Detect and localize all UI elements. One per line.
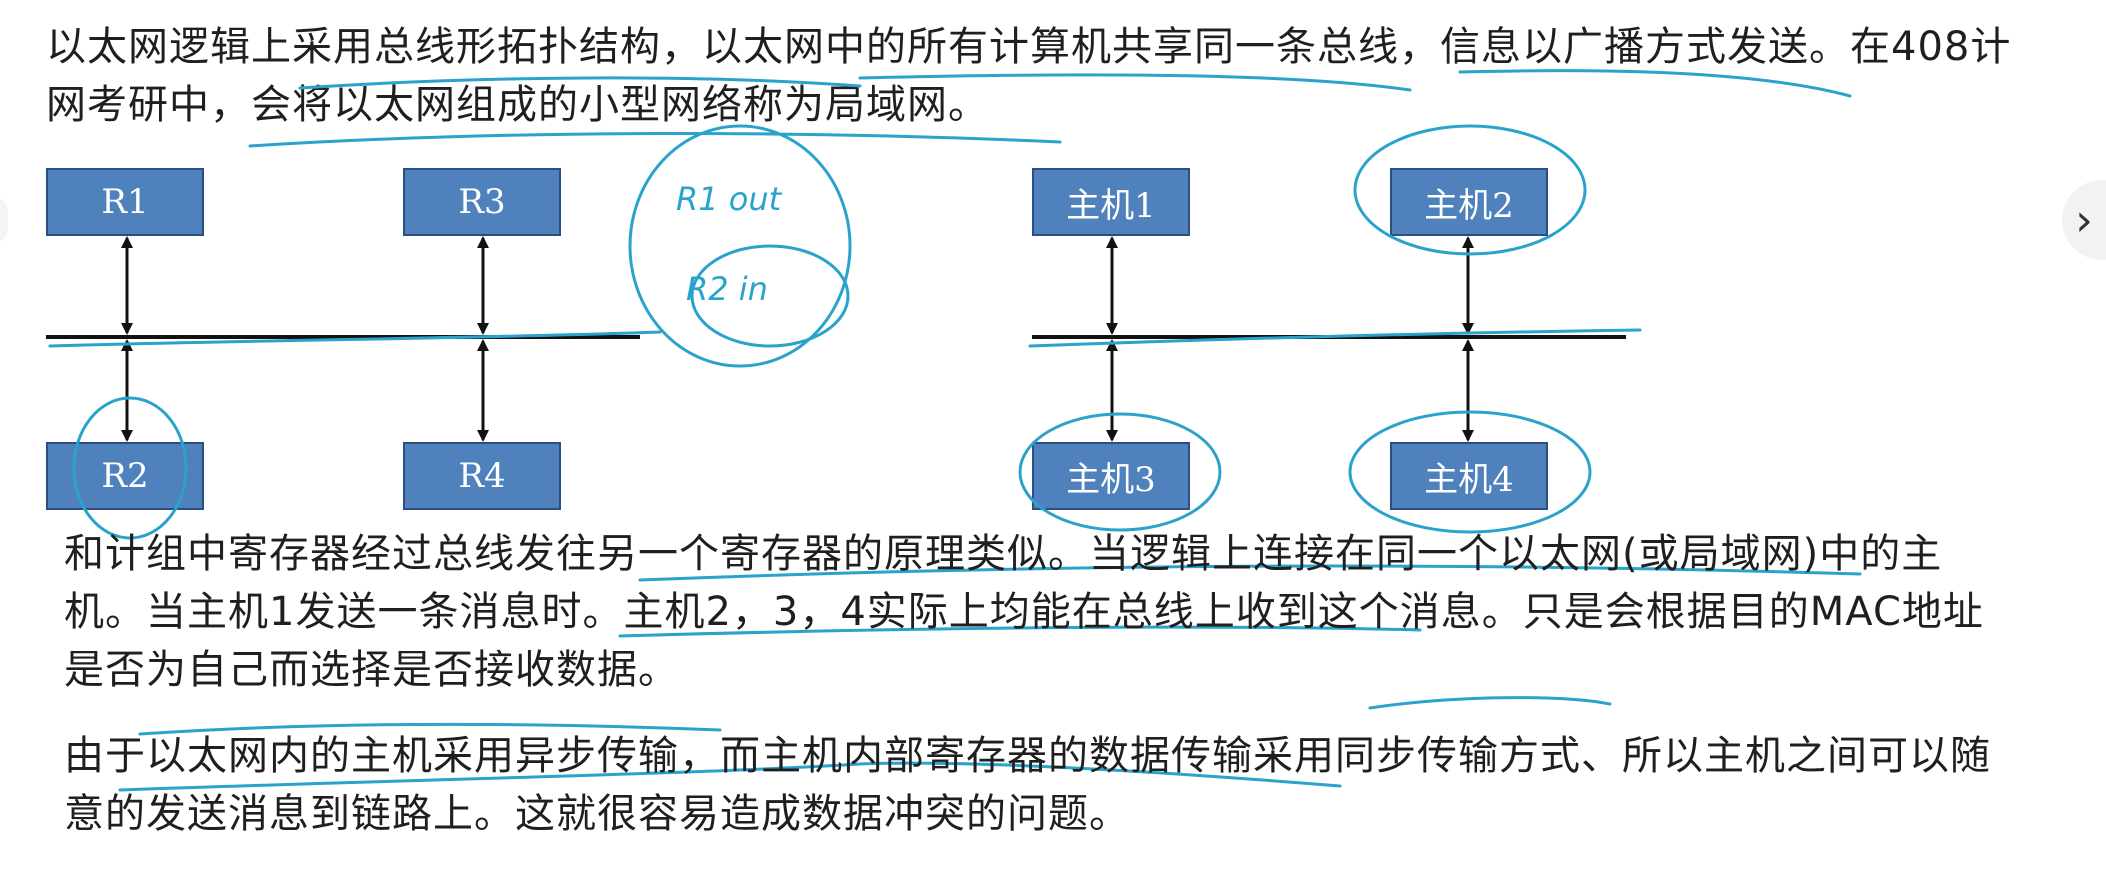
handwritten-annotations bbox=[48, 69, 1862, 792]
conclusion-paragraph: 由于以太网内的主机采用异步传输，而主机内部寄存器的数据传输采用同步传输方式、所以… bbox=[64, 733, 1991, 837]
handwritten-note-line2: R2 in bbox=[686, 270, 768, 308]
chevron-right-icon: › bbox=[2075, 194, 2093, 246]
host-1-box: 主机1 bbox=[1032, 168, 1190, 236]
intro-paragraph: 以太网逻辑上采用总线形拓扑结构，以太网中的所有计算机共享同一条总线，信息以广播方… bbox=[46, 24, 2012, 128]
explanation-paragraph: 和计组中寄存器经过总线发往另一个寄存器的原理类似。当逻辑上连接在同一个以太网(或… bbox=[64, 531, 1984, 693]
register-r1-box: R1 bbox=[46, 168, 204, 236]
register-r2-box: R2 bbox=[46, 442, 204, 510]
host-3-box: 主机3 bbox=[1032, 442, 1190, 510]
previous-page-edge[interactable] bbox=[0, 195, 8, 245]
register-r3-box: R3 bbox=[403, 168, 561, 236]
host-2-box: 主机2 bbox=[1390, 168, 1548, 236]
handwritten-note-line1: R1 out bbox=[676, 180, 782, 218]
register-r4-box: R4 bbox=[403, 442, 561, 510]
host-4-box: 主机4 bbox=[1390, 442, 1548, 510]
